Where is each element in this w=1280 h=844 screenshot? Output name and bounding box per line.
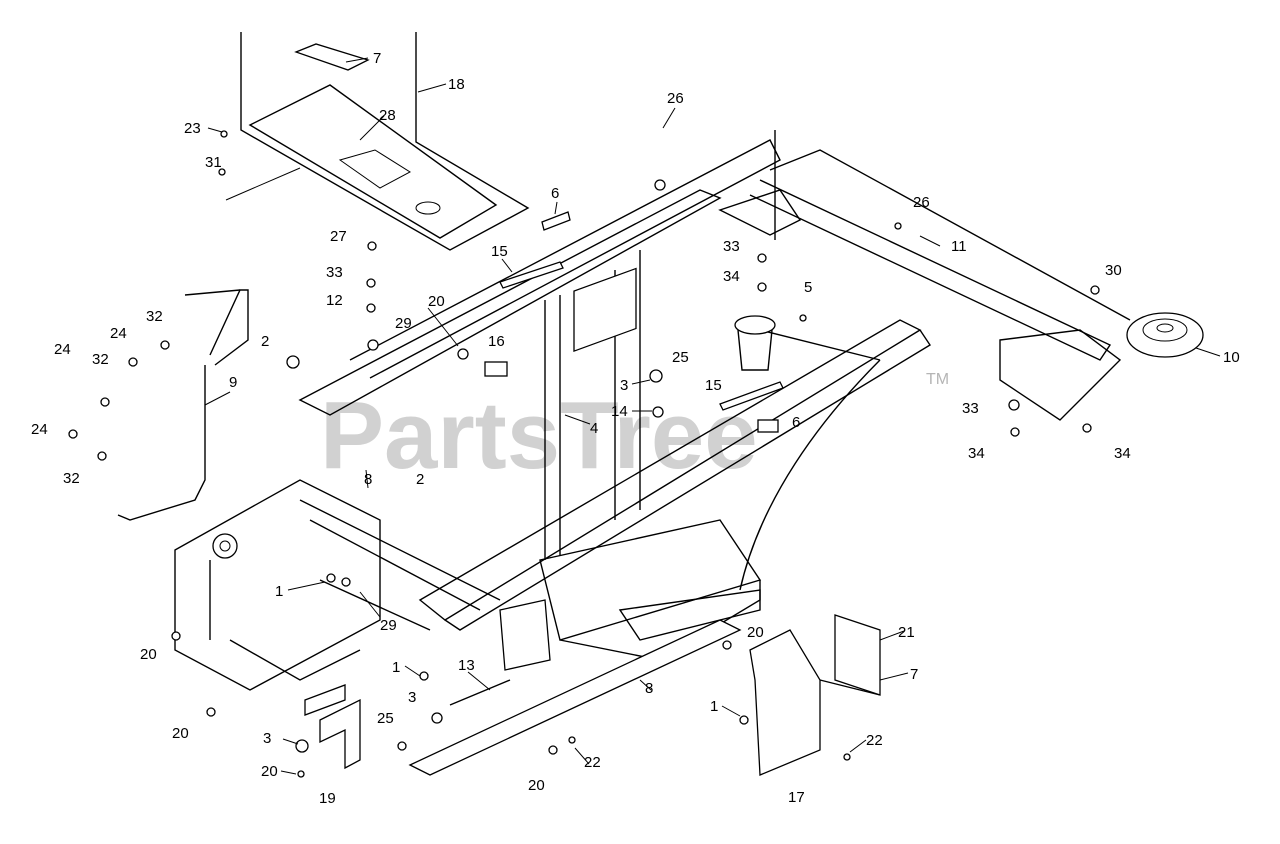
- callout-30: 30: [1105, 262, 1122, 279]
- callout-26: 26: [913, 194, 930, 211]
- callout-32: 32: [146, 308, 163, 325]
- callout-15: 15: [705, 377, 722, 394]
- callout-24: 24: [31, 421, 48, 438]
- watermark-text: PartsTree: [320, 382, 758, 489]
- callout-10: 10: [1223, 349, 1240, 366]
- frame-line-art: [117, 32, 1204, 776]
- callout-2: 2: [261, 333, 269, 350]
- callout-7: 7: [373, 50, 381, 67]
- callout-20: 20: [528, 777, 545, 794]
- callout-20: 20: [747, 624, 764, 641]
- callout-34: 34: [723, 268, 740, 285]
- callout-32: 32: [63, 470, 80, 487]
- callout-24: 24: [110, 325, 127, 342]
- callout-14: 14: [611, 403, 628, 420]
- callout-16: 16: [488, 333, 505, 350]
- callout-33: 33: [326, 264, 343, 281]
- callout-3: 3: [408, 689, 416, 706]
- callout-34: 34: [968, 445, 985, 462]
- callout-15: 15: [491, 243, 508, 260]
- callout-11: 11: [951, 238, 967, 255]
- callout-13: 13: [458, 657, 475, 674]
- callout-6: 6: [551, 185, 559, 202]
- callout-4: 4: [590, 420, 598, 437]
- callout-29: 29: [395, 315, 412, 332]
- callout-26: 26: [667, 90, 684, 107]
- callout-5: 5: [804, 279, 812, 296]
- callout-20: 20: [428, 293, 445, 310]
- callout-20: 20: [172, 725, 189, 742]
- callout-33: 33: [962, 400, 979, 417]
- callout-8: 8: [364, 471, 372, 488]
- callout-29: 29: [380, 617, 397, 634]
- callout-27: 27: [330, 228, 347, 245]
- callout-labels: 7 18 28 23 31 26 6 26 11 27 15 33 34 30 …: [31, 50, 1240, 807]
- callout-3: 3: [620, 377, 628, 394]
- callout-25: 25: [377, 710, 394, 727]
- callout-25: 25: [672, 349, 689, 366]
- callout-9: 9: [229, 374, 237, 391]
- watermark: PartsTree TM: [320, 371, 949, 489]
- callout-20: 20: [261, 763, 278, 780]
- callout-24: 24: [54, 341, 71, 358]
- callout-20: 20: [140, 646, 157, 663]
- callout-2: 2: [416, 471, 424, 488]
- callout-1: 1: [392, 659, 400, 676]
- callout-3: 3: [263, 730, 271, 747]
- callout-18: 18: [448, 76, 465, 93]
- callout-12: 12: [326, 292, 343, 309]
- hardware-markers: [68, 130, 1100, 778]
- callout-22: 22: [584, 754, 601, 771]
- callout-17: 17: [788, 789, 805, 806]
- callout-1: 1: [710, 698, 718, 715]
- callout-28: 28: [379, 107, 396, 124]
- callout-34: 34: [1114, 445, 1131, 462]
- callout-33: 33: [723, 238, 740, 255]
- callout-7: 7: [910, 666, 918, 683]
- callout-22: 22: [866, 732, 883, 749]
- callout-32: 32: [92, 351, 109, 368]
- callout-23: 23: [184, 120, 201, 137]
- callout-6: 6: [792, 414, 800, 431]
- callout-8: 8: [645, 680, 653, 697]
- callout-19: 19: [319, 790, 336, 807]
- callout-1: 1: [275, 583, 283, 600]
- callout-21: 21: [898, 624, 915, 641]
- watermark-trademark: TM: [926, 371, 949, 388]
- callout-31: 31: [205, 154, 222, 171]
- leader-lines: [204, 57, 1221, 775]
